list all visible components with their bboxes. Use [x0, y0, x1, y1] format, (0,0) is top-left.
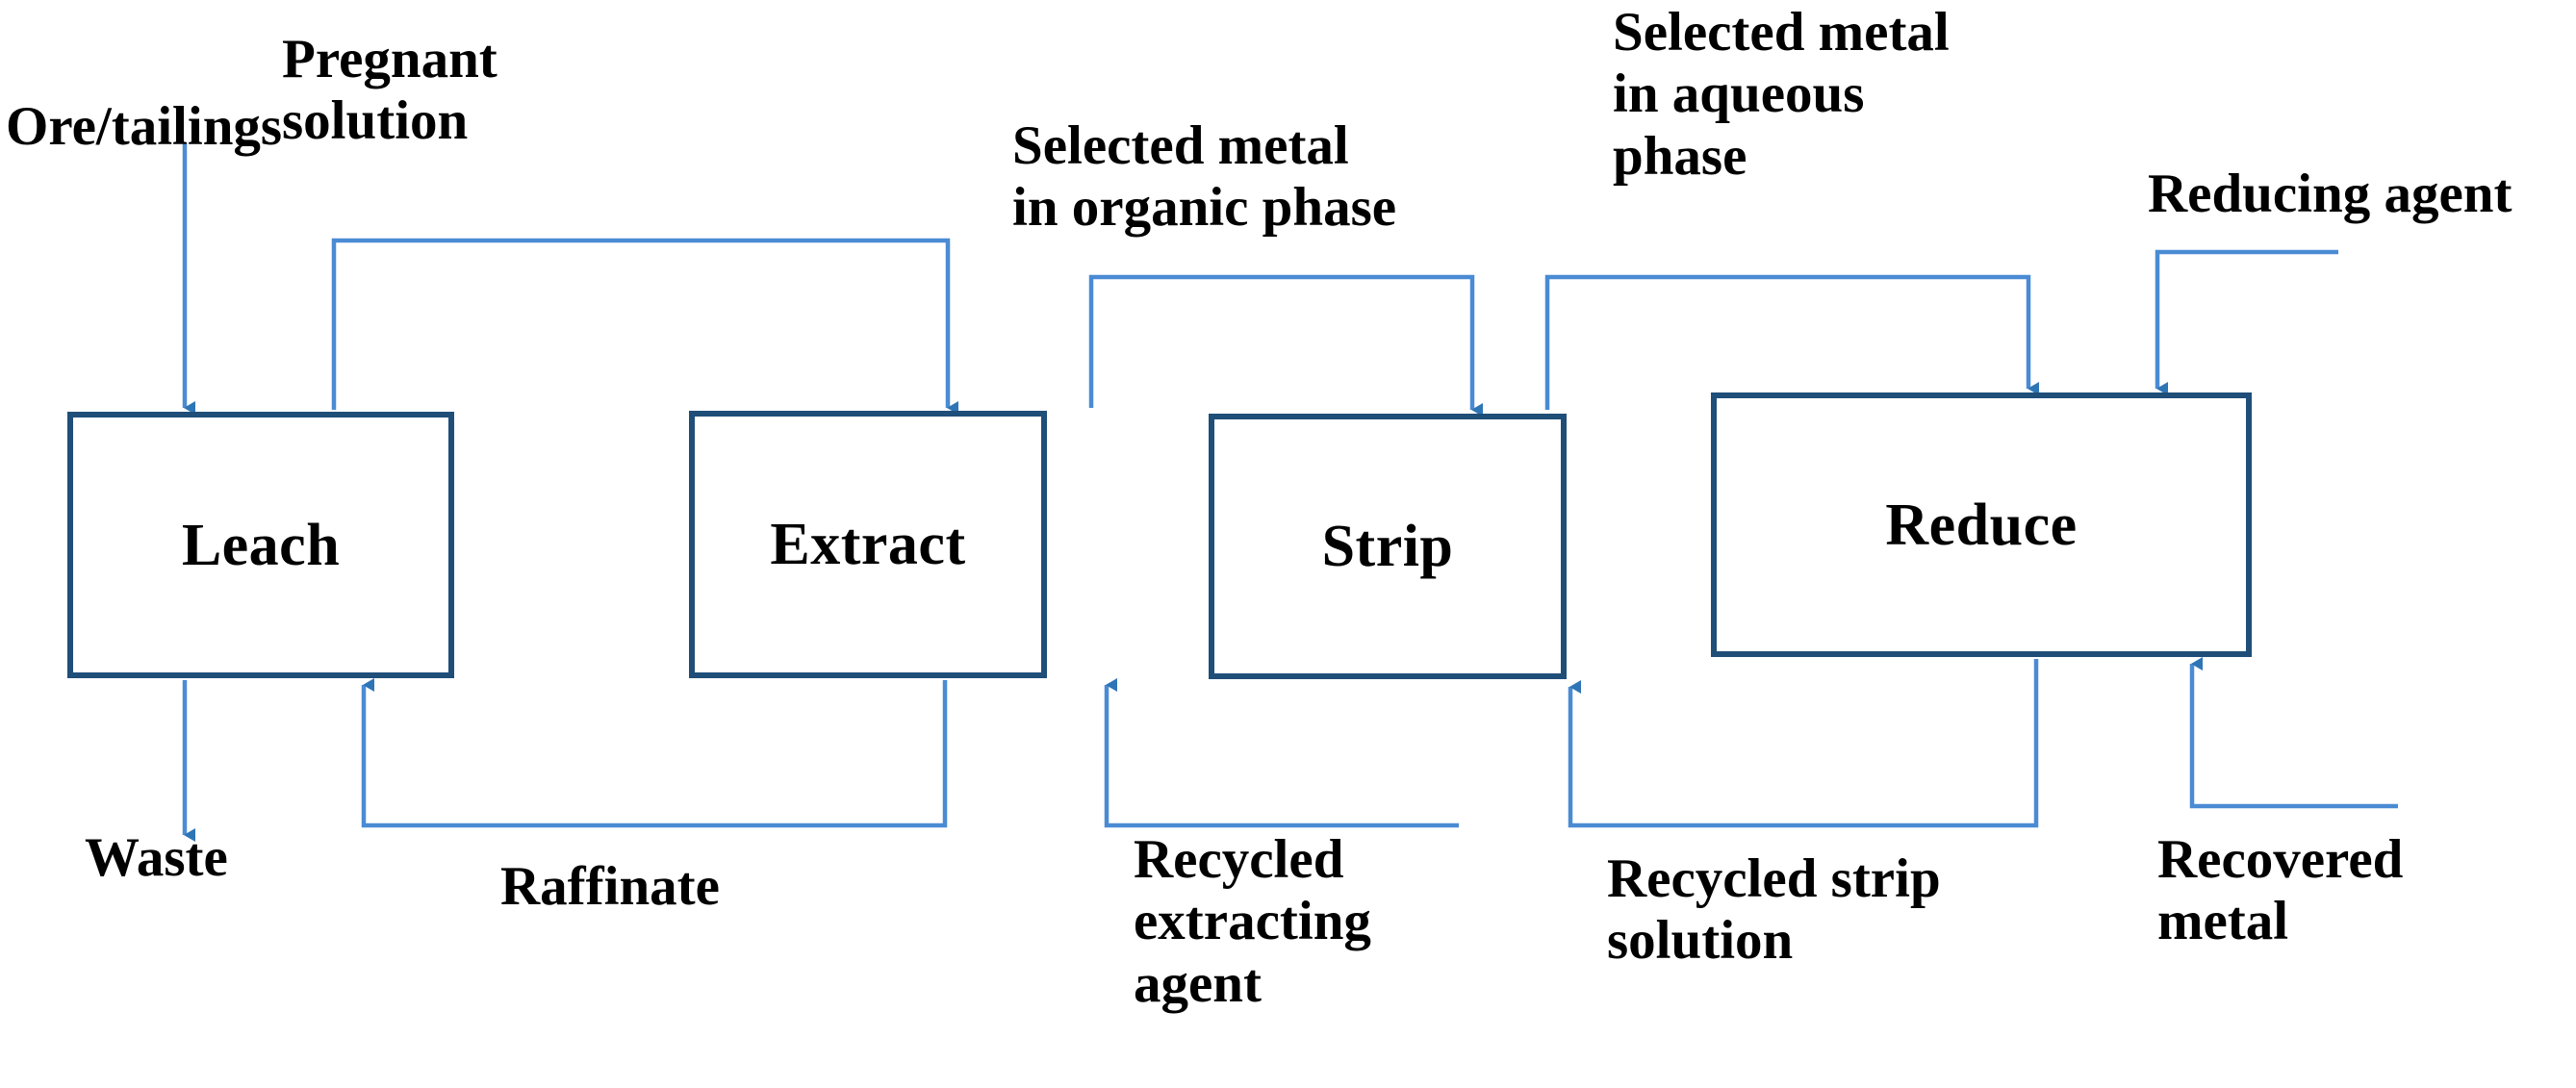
stream-label-waste: Waste — [85, 827, 228, 888]
connector-recycled-extracting-to-extract — [1104, 678, 1459, 828]
process-box-extract[interactable]: Extract — [689, 411, 1047, 678]
connector-leach-to-extract — [331, 238, 958, 415]
process-box-reduce-label: Reduce — [1885, 492, 2078, 558]
process-box-leach[interactable]: Leach — [67, 412, 454, 678]
process-box-reduce[interactable]: Reduce — [1711, 392, 2252, 657]
connector-extract-to-leach-raffinate — [361, 678, 948, 828]
process-box-strip[interactable]: Strip — [1209, 414, 1567, 679]
stream-label-selected-metal-organic: Selected metal in organic phase — [1012, 115, 1397, 239]
stream-label-pregnant-solution: Pregnant solution — [282, 29, 497, 152]
process-box-extract-label: Extract — [770, 512, 966, 577]
connector-extract-to-strip — [1088, 274, 1483, 417]
stream-label-recycled-extracting-agent: Recycled extracting agent — [1134, 829, 1371, 1014]
stream-label-reducing-agent: Reducing agent — [2148, 164, 2512, 224]
process-box-strip-label: Strip — [1321, 514, 1454, 579]
connector-reduce-to-strip-recycled — [1568, 659, 2039, 828]
stream-label-selected-metal-aqueous: Selected metal in aqueous phase — [1613, 2, 1950, 187]
stream-label-raffinate: Raffinate — [500, 856, 720, 917]
connector-strip-to-reduce — [1544, 274, 2039, 410]
process-box-leach-label: Leach — [181, 512, 341, 578]
connector-reducing-agent-to-reduce — [2155, 249, 2338, 395]
connector-reduce-to-recovered-metal — [2189, 657, 2398, 809]
stream-label-recycled-strip-solution: Recycled strip solution — [1607, 848, 1941, 972]
stream-label-recovered-metal: Recovered metal — [2157, 829, 2404, 952]
stream-label-ore-tailings: Ore/tailings — [6, 96, 283, 157]
